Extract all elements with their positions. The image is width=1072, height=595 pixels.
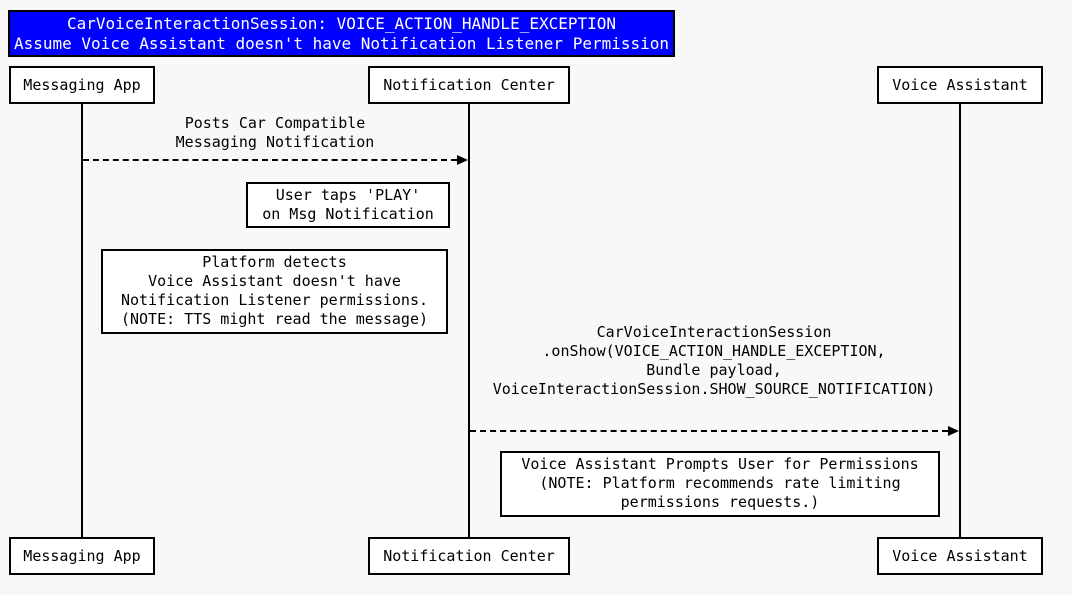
note-platform-detects: Platform detects Voice Assistant doesn't… (101, 249, 448, 334)
lifeline-messaging-app (81, 104, 83, 538)
participant-voice-assistant-top: Voice Assistant (877, 66, 1043, 104)
note-3-line-3: permissions requests.) (620, 493, 820, 511)
participant-voice-assistant-bottom: Voice Assistant (877, 537, 1043, 575)
message-2-label-line-2: .onShow(VOICE_ACTION_HANDLE_EXCEPTION, (542, 342, 886, 360)
participant-messaging-app-bottom: Messaging App (9, 537, 155, 575)
participant-notification-center-bottom: Notification Center (368, 537, 570, 575)
message-1-arrowhead-icon (457, 155, 468, 165)
note-2-line-1: Platform detects (202, 253, 347, 271)
note-3-line-1: Voice Assistant Prompts User for Permiss… (521, 455, 919, 473)
participant-notification-center-top: Notification Center (368, 66, 570, 104)
note-user-taps-play: User taps 'PLAY' on Msg Notification (246, 182, 450, 228)
message-1-label: Posts Car Compatible Messaging Notificat… (82, 114, 468, 152)
message-2-arrow (470, 430, 948, 432)
message-2-arrowhead-icon (948, 426, 959, 436)
note-1-line-2: on Msg Notification (262, 205, 434, 223)
note-3-line-2: (NOTE: Platform recommends rate limiting (539, 474, 901, 492)
message-1-label-line-1: Posts Car Compatible (184, 114, 366, 132)
lifeline-notification-center (468, 104, 470, 538)
diagram-title-line-1: CarVoiceInteractionSession: VOICE_ACTION… (66, 14, 617, 33)
message-2-label-line-3: Bundle payload, (646, 361, 782, 379)
message-2-label-line-1: CarVoiceInteractionSession (596, 323, 832, 341)
message-1-arrow (83, 159, 457, 161)
note-2-line-3: Notification Listener permissions. (120, 291, 429, 309)
diagram-title-line-2: Assume Voice Assistant doesn't have Noti… (13, 34, 670, 53)
note-1-line-1: User taps 'PLAY' (275, 186, 421, 204)
lifeline-voice-assistant (959, 104, 961, 538)
message-2-label-line-4: VoiceInteractionSession.SHOW_SOURCE_NOTI… (492, 380, 936, 398)
note-voice-assistant-prompts: Voice Assistant Prompts User for Permiss… (500, 451, 940, 517)
message-2-label: CarVoiceInteractionSession .onShow(VOICE… (468, 323, 960, 399)
note-2-line-4: (NOTE: TTS might read the message) (120, 310, 429, 328)
diagram-title-box: CarVoiceInteractionSession: VOICE_ACTION… (8, 10, 675, 57)
message-1-label-line-2: Messaging Notification (175, 133, 375, 151)
note-2-line-2: Voice Assistant doesn't have (148, 272, 401, 290)
participant-messaging-app-top: Messaging App (9, 66, 155, 104)
